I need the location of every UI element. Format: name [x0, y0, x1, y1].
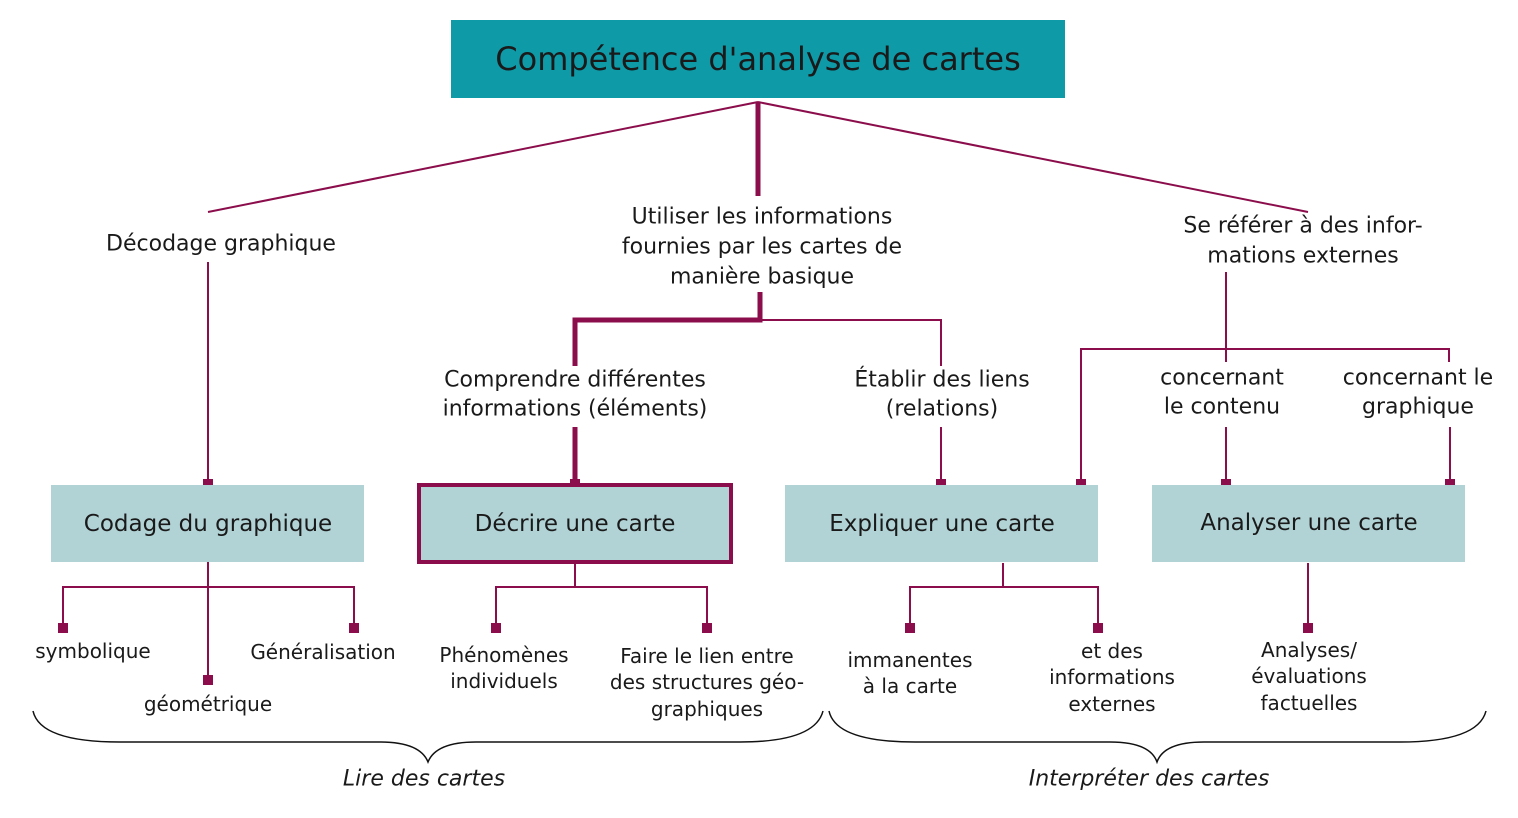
- node-graphic: concernant le graphique: [1343, 366, 1493, 420]
- line: Établir des liens: [854, 367, 1029, 393]
- connector: [760, 319, 942, 366]
- brace-read: [32, 710, 824, 765]
- box-explain: [785, 485, 1098, 562]
- node-decoding: Décodage graphique: [106, 232, 336, 257]
- connector-highlight: [572, 292, 763, 366]
- line: informations (éléments): [443, 397, 708, 422]
- leaf-phenomena: Phénomènes individuels: [439, 643, 568, 693]
- box-analyse-label: Analyser une carte: [1200, 510, 1417, 536]
- brace-interpret: [828, 710, 1487, 765]
- marker: [58, 623, 68, 633]
- line: fournies par les cartes de: [622, 235, 902, 260]
- marker: [1445, 479, 1455, 489]
- leaf-immanent: immanentes à la carte: [848, 648, 973, 698]
- title-box: [451, 20, 1065, 98]
- line: mations externes: [1207, 244, 1398, 269]
- connector: [909, 586, 1099, 628]
- group-read-label: Lire des cartes: [343, 767, 505, 792]
- marker: [702, 623, 712, 633]
- marker: [491, 623, 501, 633]
- line: concernant le: [1343, 366, 1493, 391]
- title: Compétence d'analyse de cartes: [495, 40, 1020, 78]
- line: externes: [1068, 692, 1155, 716]
- node-external: Se référer à des infor- mations externes: [1183, 214, 1422, 269]
- node-content: concernant le contenu: [1160, 366, 1284, 420]
- line: Phénomènes: [439, 643, 568, 667]
- line: et des: [1081, 639, 1143, 663]
- marker: [1076, 479, 1086, 489]
- line: graphique: [1362, 395, 1474, 420]
- line: Utiliser les informations: [632, 205, 893, 230]
- box-coding: [51, 485, 364, 562]
- marker: [905, 623, 915, 633]
- connector: [207, 101, 759, 213]
- marker: [349, 623, 359, 633]
- connector: [495, 586, 708, 628]
- leaf-symbolic: symbolique: [35, 639, 150, 663]
- line: le contenu: [1164, 395, 1280, 420]
- marker: [203, 675, 213, 685]
- marker: [203, 479, 213, 489]
- line: Faire le lien entre: [620, 644, 794, 668]
- line: factuelles: [1261, 691, 1358, 715]
- leaf-generalisation: Généralisation: [250, 640, 395, 664]
- node-links: Établir des liens (relations): [854, 367, 1029, 422]
- line: immanentes: [848, 648, 973, 672]
- line: informations: [1049, 665, 1175, 689]
- marker: [1303, 623, 1313, 633]
- marker: [1221, 479, 1231, 489]
- node-basic-use: Utiliser les informations fournies par l…: [622, 205, 902, 290]
- box-describe: [417, 483, 733, 564]
- node-understand: Comprendre différentes informations (élé…: [443, 368, 708, 422]
- line: Se référer à des infor-: [1183, 214, 1422, 239]
- line: manière basique: [670, 265, 854, 290]
- line: Comprendre différentes: [444, 368, 706, 393]
- marker: [936, 479, 946, 489]
- line: (relations): [886, 397, 998, 422]
- leaf-geometric: géométrique: [144, 692, 272, 716]
- connector: [757, 101, 1309, 213]
- line: évaluations: [1251, 664, 1367, 688]
- box-coding-label: Codage du graphique: [84, 511, 332, 537]
- box-describe-label: Décrire une carte: [475, 511, 676, 537]
- line: à la carte: [863, 674, 957, 698]
- leaf-link-structures: Faire le lien entre des structures géo- …: [610, 644, 804, 721]
- box-explain-label: Expliquer une carte: [829, 511, 1055, 537]
- line: graphiques: [651, 697, 763, 721]
- connector: [1080, 348, 1450, 484]
- line: concernant: [1160, 366, 1284, 391]
- leaf-factual: Analyses/ évaluations factuelles: [1251, 638, 1367, 715]
- line: individuels: [450, 669, 558, 693]
- line: des structures géo-: [610, 670, 804, 694]
- group-interpret-label: Interpréter des cartes: [1029, 767, 1270, 792]
- connector: [62, 586, 355, 628]
- box-analyse: [1152, 485, 1465, 562]
- leaf-external-info: et des informations externes: [1049, 639, 1175, 716]
- line: Analyses/: [1261, 638, 1357, 662]
- marker: [1093, 623, 1103, 633]
